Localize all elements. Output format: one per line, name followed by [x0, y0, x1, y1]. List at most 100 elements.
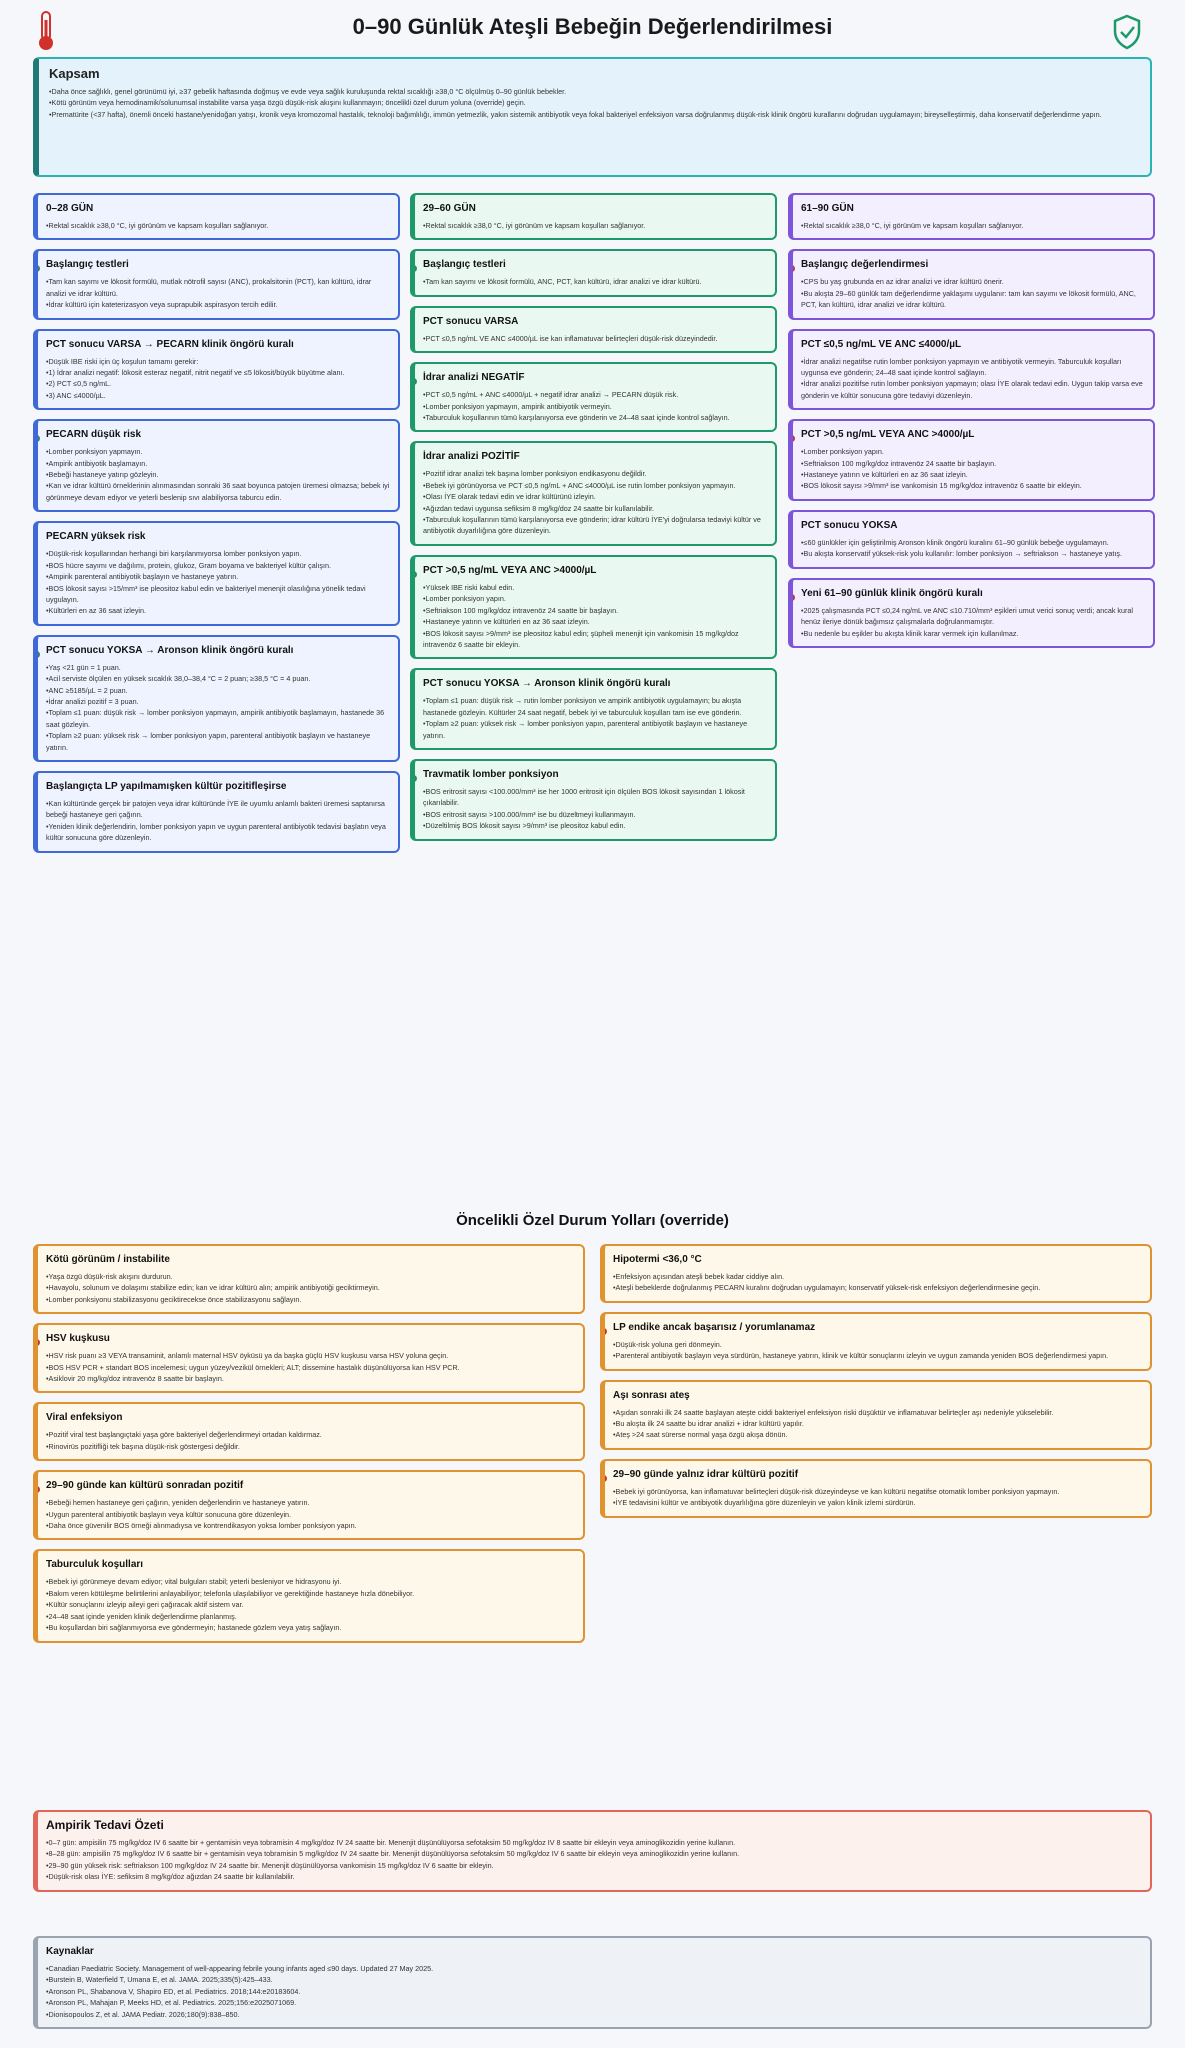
card-title: Aşı sonrası ateş — [613, 1389, 690, 1401]
list-item: Tam kan sayımı ve lökosit formülü, mutla… — [46, 276, 390, 299]
list-item: Hastaneye yatırın ve kültürleri en az 36… — [801, 469, 1145, 480]
col2-card-2: PCT sonucu VARSA PCT ≤0,5 ng/mL VE ANC ≤4… — [410, 305, 777, 354]
list-item: BOS eritrosit sayısı >100.000/mm³ ise bu… — [423, 809, 767, 820]
list-item: Rektal sıcaklık ≥38,0 °C, iyi görünüm ve… — [423, 220, 767, 231]
list-item: 24–48 saat içinde yeniden klinik değerle… — [46, 1611, 575, 1622]
list-item: 29–90 gün yüksek risk: seftriakson 100 m… — [46, 1860, 1142, 1871]
col3-card-2: PCT ≤0,5 ng/mL VE ANC ≤4000/µLİdrar anal… — [788, 328, 1155, 411]
ov_right-card-0: Hipotermi <36,0 °CEnfeksiyon açısından a… — [600, 1244, 1152, 1303]
list-item: İYE tedavisini kültür ve antibiyotik duy… — [613, 1497, 1142, 1508]
col2-card-7: Travmatik lomber ponksiyonBOS eritrosit … — [410, 758, 777, 841]
card-title: PCT >0,5 ng/mL VEYA ANC >4000/µL — [423, 564, 597, 576]
list-item: 3) ANC ≤4000/µL. — [46, 390, 390, 401]
col1-card-3: PECARN düşük riskLomber ponksiyon yapmay… — [33, 419, 400, 513]
connector-dot — [605, 1474, 607, 1482]
card-list: Kan kültüründe gerçek bir patojen veya i… — [46, 798, 390, 844]
card-list: Rektal sıcaklık ≥38,0 °C, iyi görünüm ve… — [46, 220, 390, 231]
card-list: Bebeği hemen hastaneye geri çağırın, yen… — [46, 1497, 575, 1531]
list-item: Kültür sonuçlarını izleyip aileyi geri ç… — [46, 1599, 575, 1610]
list-item: Toplam ≤1 puan: düşük risk → lomber ponk… — [46, 707, 390, 730]
list-item: Bu akışta konservatif yüksek-risk yolu k… — [801, 548, 1145, 559]
card-title: PCT sonucu YOKSA → Aronson klinik öngörü… — [423, 678, 671, 690]
list-item: Kültürleri en az 36 saat izleyin. — [46, 605, 390, 616]
list-item: Pozitif viral test başlangıçtaki yaşa gö… — [46, 1429, 575, 1440]
card-title: PECARN düşük risk — [46, 429, 142, 441]
connector-dot — [38, 435, 40, 443]
list-item: Toplam ≥2 puan: yüksek risk → lomber pon… — [46, 730, 390, 753]
card-title: İdrar analizi NEGATİF — [423, 372, 525, 384]
list-item: Yaşa özgü düşük-risk akışını durdurun. — [46, 1271, 575, 1282]
list-item: Lomber ponksiyon yapın. — [801, 446, 1145, 457]
list-item: Havayolu, solunum ve dolaşımı stabilize … — [46, 1282, 575, 1293]
connector-dot — [605, 1327, 607, 1335]
list-item: Kan kültüründe gerçek bir patojen veya i… — [46, 798, 390, 821]
list-item: Ateşli bebeklerde doğrulanmış PECARN kur… — [613, 1282, 1142, 1293]
list-item: Uygun parenteral antibiyotik başlayın ve… — [46, 1509, 575, 1520]
card-list: Lomber ponksiyon yapmayın.Ampirik antibi… — [46, 446, 390, 503]
list-item: Taburculuk koşullarının tümü karşılanıyo… — [423, 514, 767, 537]
list-item: İdrar kültürü için kateterizasyon veya s… — [46, 299, 390, 310]
list-item: Tam kan sayımı ve lökosit formülü, ANC, … — [423, 276, 767, 287]
col3-card-5: Yeni 61–90 günlük klinik öngörü kuralı20… — [788, 577, 1155, 648]
list-item: Bebek iyi görünüyorsa ve PCT ≤0,5 ng/mL … — [423, 480, 767, 491]
card-list: Yüksek IBE riski kabul edin.Lomber ponks… — [423, 582, 767, 650]
card-list: Bebek iyi görünüyorsa, kan inflamatuvar … — [613, 1486, 1142, 1509]
list-item: CPS bu yaş grubunda en az idrar analizi … — [801, 276, 1145, 287]
col3-card-1: Başlangıç değerlendirmesiCPS bu yaş grub… — [788, 249, 1155, 320]
list-item: Yeniden klinik değerlendirin, lomber pon… — [46, 821, 390, 844]
list-item: 8–28 gün: ampisilin 75 mg/kg/doz IV 6 sa… — [46, 1848, 1142, 1859]
references-list: Canadian Paediatric Society. Management … — [46, 1963, 1142, 2020]
card-title: 29–90 günde kan kültürü sonradan pozitif — [46, 1480, 244, 1492]
override-left-column: Kötü görünüm / instabiliteYaşa özgü düşü… — [33, 1244, 585, 1652]
card-list: ≤60 günlükler için geliştirilmiş Aronson… — [801, 537, 1145, 560]
card-list: PCT ≤0,5 ng/mL VE ANC ≤4000/µL ise kan i… — [423, 333, 767, 344]
card-list: Rektal sıcaklık ≥38,0 °C, iyi görünüm ve… — [801, 220, 1145, 231]
list-item: Pozitif idrar analizi tek başına lomber … — [423, 468, 767, 479]
list-item: PCT ≤0,5 ng/mL VE ANC ≤4000/µL ise kan i… — [423, 333, 767, 344]
col2-card-3: İdrar analizi NEGATİF PCT ≤0,5 ng/mL + AN… — [410, 362, 777, 433]
therapy-list: 0–7 gün: ampisilin 75 mg/kg/doz IV 6 saa… — [46, 1837, 1142, 1883]
list-item: Lomber ponksiyonu stabilizasyonu gecikti… — [46, 1294, 575, 1305]
list-item: PCT ≤0,5 ng/mL + ANC ≤4000/µL + negatif … — [423, 389, 767, 400]
list-item: Ağızdan tedavi uygunsa sefiksim 8 mg/kg/… — [423, 503, 767, 514]
list-item: Enfeksiyon açısından ateşli bebek kadar … — [613, 1271, 1142, 1282]
list-item: Düşük-risk koşullarından herhangi biri k… — [46, 548, 390, 559]
list-item: 1) İdrar analizi negatif: lökosit estera… — [46, 367, 390, 378]
card-title: PCT sonucu VARSA — [423, 315, 519, 327]
connector-dot — [793, 593, 795, 601]
connector-dot — [793, 435, 795, 443]
card-title: PCT ≤0,5 ng/mL VE ANC ≤4000/µL — [801, 338, 962, 350]
card-list: Toplam ≤1 puan: düşük risk → rutin lombe… — [423, 695, 767, 741]
list-item: Parenteral antibiyotik başlayın veya sür… — [613, 1350, 1142, 1361]
list-item: Aronson PL, Mahajan P, Meeks HD, et al. … — [46, 1997, 1142, 2008]
card-list: HSV risk puanı ≥3 VEYA transaminit, anla… — [46, 1350, 575, 1384]
card-title: 0–28 GÜN — [46, 203, 94, 214]
list-item: Kötü görünüm veya hemodinamik/solunumsal… — [49, 97, 1140, 108]
list-item: Bu akışta 29–60 günlük tam değerlendirme… — [801, 288, 1145, 311]
card-title: Başlangıç testleri — [46, 259, 129, 271]
list-item: Rinovirüs pozitifliği tek başına düşük-r… — [46, 1441, 575, 1452]
card-title: Başlangıç değerlendirmesi — [801, 259, 929, 271]
scope-title: Kapsam — [49, 66, 100, 81]
card-list: Pozitif idrar analizi tek başına lomber … — [423, 468, 767, 536]
card-list: Düşük-risk yoluna geri dönmeyin.Parenter… — [613, 1339, 1142, 1362]
list-item: Seftriakson 100 mg/kg/doz intravenöz 24 … — [801, 458, 1145, 469]
ov_left-card-4: Taburculuk koşullarıBebek iyi görünmeye … — [33, 1549, 585, 1643]
col1-card-6: Başlangıçta LP yapılmamışken kültür pozi… — [33, 770, 400, 853]
page-title: 0–90 Günlük Ateşli Bebeğin Değerlendiril… — [352, 14, 833, 39]
list-item: Bebek iyi görünmeye devam ediyor; vital … — [46, 1576, 575, 1587]
list-item: Lomber ponksiyon yapın. — [423, 593, 767, 604]
scope-list: Daha önce sağlıklı, genel görünümü iyi, … — [49, 86, 1140, 120]
col2-card-1: Başlangıç testleriTam kan sayımı ve löko… — [410, 249, 777, 297]
list-item: BOS hücre sayımı ve dağılımı, protein, g… — [46, 560, 390, 571]
col3-card-3: PCT >0,5 ng/mL VEYA ANC >4000/µLLomber p… — [788, 419, 1155, 501]
card-list: BOS eritrosit sayısı <100.000/mm³ ise he… — [423, 786, 767, 832]
card-list: Rektal sıcaklık ≥38,0 °C, iyi görünüm ve… — [423, 220, 767, 231]
card-list: Pozitif viral test başlangıçtaki yaşa gö… — [46, 1429, 575, 1452]
list-item: BOS lökosit sayısı >9/mm³ ise vankomisin… — [801, 480, 1145, 491]
card-list: Düşük-risk koşullarından herhangi biri k… — [46, 548, 390, 616]
col1-card-5: PCT sonucu YOKSA → Aronson klinik öngörü… — [33, 634, 400, 762]
list-item: Daha önce güvenilir BOS örneği alınmadıy… — [46, 1520, 575, 1531]
list-item: Burstein B, Waterfield T, Umana E, et al… — [46, 1974, 1142, 1985]
card-title: PCT sonucu YOKSA → Aronson klinik öngörü… — [46, 644, 294, 656]
